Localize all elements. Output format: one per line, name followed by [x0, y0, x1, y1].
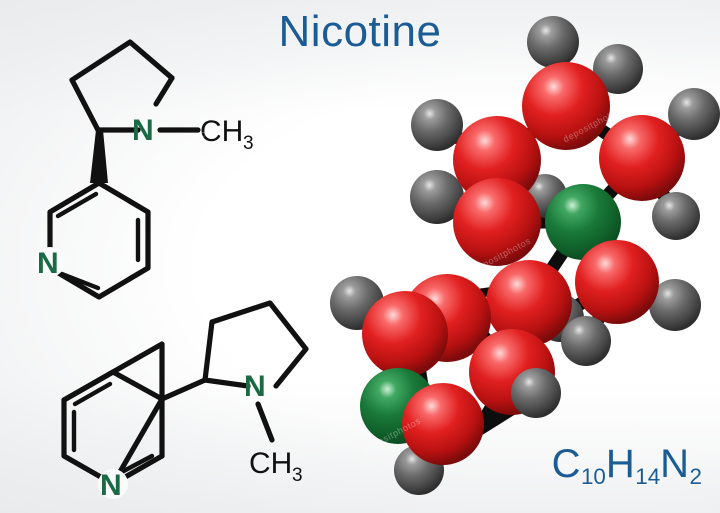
n-methyl-bond-bottom [255, 401, 275, 443]
hydrogen-atom [652, 192, 700, 240]
formula-nitrogen-count: 2 [689, 464, 702, 490]
skeletal-top-left-structure: N CH 3 N [35, 39, 254, 300]
hydrogen-atom [511, 368, 561, 418]
pyrrolidine-ring-bottom [202, 300, 309, 389]
methyl-label-top: CH [200, 115, 243, 148]
formula-carbon-count: 10 [580, 464, 606, 490]
formula-hydrogen-count: 14 [635, 464, 661, 490]
pyrrolidine-ring-top [69, 39, 175, 133]
hydrogen-atom [668, 88, 720, 140]
carbon-atom [362, 291, 448, 377]
hydrogen-atom [561, 316, 611, 366]
carbon-atom [402, 383, 484, 465]
ring-link-bond-bottom [159, 377, 208, 402]
carbon-atom [575, 240, 659, 324]
model-atoms [330, 16, 720, 495]
nitrogen-atom [545, 184, 621, 260]
pyridine-ring-top [47, 180, 151, 300]
carbon-atom [599, 115, 685, 201]
formula-hydrogen-symbol: H [605, 442, 636, 487]
pyrrolidine-nitrogen-label-top: N [132, 114, 154, 147]
hydrogen-atom [593, 44, 643, 94]
hydrogen-atom [410, 170, 464, 224]
hydrogen-atom [649, 279, 701, 331]
methyl-label-bottom: CH [249, 447, 292, 480]
formula-nitrogen-symbol: N [660, 442, 690, 487]
carbon-atom [453, 116, 541, 204]
carbon-atom [453, 178, 541, 266]
stereo-wedge-bond-top [90, 130, 108, 183]
skeletal-bottom-left-structure: N N CH 3 [61, 300, 309, 502]
hydrogen-atom [527, 16, 579, 68]
methyl-subscript-bottom: 3 [292, 465, 303, 486]
page-title: Nicotine [278, 7, 442, 56]
methyl-subscript-top: 3 [243, 133, 254, 154]
pyridine-nitrogen-label-bottom: N [100, 469, 122, 502]
carbon-atom [486, 260, 572, 346]
pyridine-nitrogen-label-top: N [37, 247, 59, 280]
pyrrolidine-nitrogen-label-bottom: N [244, 370, 266, 403]
chemical-formula: C10H14N2 [552, 444, 702, 489]
carbon-atom [522, 62, 610, 150]
formula-carbon-symbol: C [551, 442, 581, 487]
hydrogen-atom [411, 99, 463, 151]
nitrogen-label-mask-top [35, 247, 65, 277]
nitrogen-label-mask-bottom-left [98, 469, 128, 499]
